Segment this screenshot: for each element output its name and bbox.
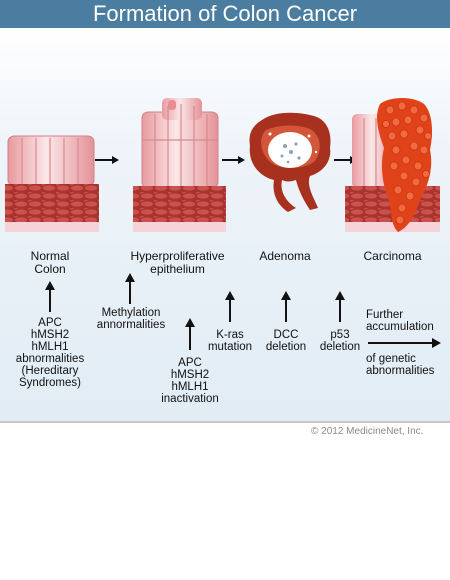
- label-p53: p53 deletion: [319, 329, 361, 353]
- hyperproliferative-illustration: [133, 98, 226, 232]
- label-kras: K-ras mutation: [207, 329, 253, 353]
- label-methylation: Methylation annormalities: [96, 307, 166, 331]
- stage-label-normal-colon: Normal Colon: [30, 249, 70, 276]
- up-arrows-layer: [45, 273, 441, 350]
- stage-label-carcinoma: Carcinoma: [363, 249, 422, 263]
- stage-label-hyperproliferative: Hyperproliferative epithelium: [130, 249, 225, 276]
- label-apc-hereditary: APC hMSH2 hMLH1 abnormalities (Hereditar…: [15, 317, 85, 389]
- up-arrow-kras: [225, 291, 235, 322]
- normal-colon-illustration: [5, 135, 99, 232]
- label-apc-inactivation: APC hMSH2 hMLH1 inactivation: [161, 357, 219, 405]
- up-arrow-methylation: [125, 273, 135, 304]
- label-genetic-abnormalities: of genetic abnormalities: [366, 353, 435, 377]
- adenoma-illustration: [249, 112, 331, 212]
- panel-divider: [0, 421, 450, 423]
- right-arrow-further-accumulation: [368, 338, 441, 348]
- illustration-layer: [5, 98, 440, 232]
- page-title: Formation of Colon Cancer: [92, 1, 358, 26]
- carcinoma-illustration: [345, 98, 440, 232]
- copyright-text: © 2012 MedicineNet, Inc.: [311, 426, 424, 437]
- arrow-normal-to-hyper: [95, 156, 119, 164]
- label-dcc: DCC deletion: [265, 329, 307, 353]
- stage-label-adenoma: Adenoma: [259, 249, 311, 263]
- label-further-accumulation: Further accumulation: [366, 309, 434, 333]
- arrow-hyper-to-adenoma: [222, 156, 245, 164]
- up-arrow-p53: [335, 291, 345, 322]
- up-arrow-apc-inactivation: [185, 318, 195, 350]
- up-arrow-dcc: [281, 291, 291, 322]
- up-arrow-apc-hereditary: [45, 281, 55, 312]
- title-bar: Formation of Colon Cancer: [0, 0, 450, 28]
